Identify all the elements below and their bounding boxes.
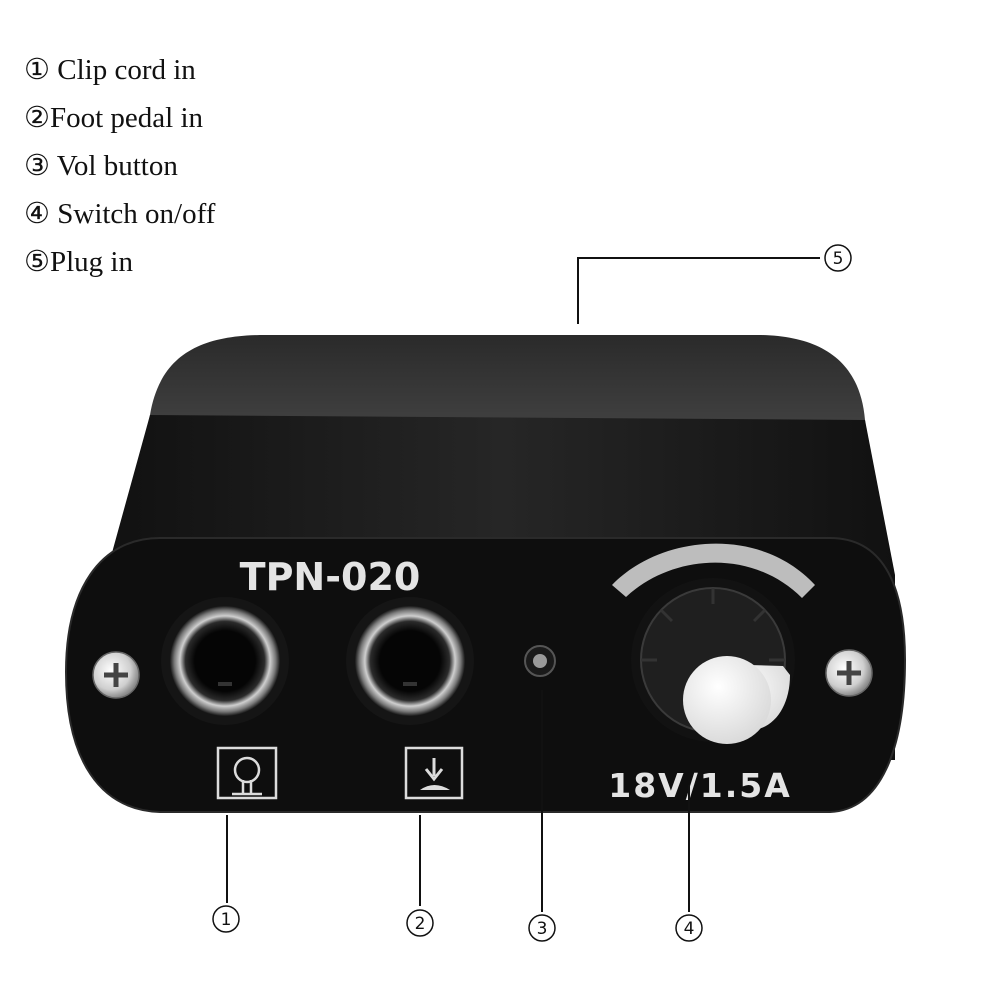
rating-label: 18V/1.5A — [608, 766, 792, 805]
legend-item-vol-button: ③ Vol button — [24, 150, 178, 182]
legend-item-plug: ⑤Plug in — [24, 246, 133, 278]
clip-cord-icon — [216, 746, 278, 800]
callout-3: 3 — [528, 914, 556, 942]
svg-text:4: 4 — [684, 919, 695, 939]
volume-knob[interactable] — [631, 578, 795, 744]
callout-1: 1 — [212, 905, 240, 933]
svg-text:2: 2 — [415, 914, 426, 934]
clip-cord-jack[interactable] — [161, 597, 289, 725]
screw-left — [92, 651, 140, 699]
callout-4: 4 — [675, 914, 703, 942]
svg-text:5: 5 — [833, 249, 844, 269]
callout-2: 2 — [406, 909, 434, 937]
legend-item-foot-pedal: ②Foot pedal in — [24, 102, 204, 134]
legend: ① Clip cord in ②Foot pedal in ③ Vol butt… — [24, 46, 215, 286]
screw-right — [825, 649, 873, 697]
callout-line-5 — [577, 257, 820, 324]
foot-pedal-jack[interactable] — [346, 597, 474, 725]
svg-text:3: 3 — [537, 919, 548, 939]
legend-item-switch: ④ Switch on/off — [24, 198, 216, 230]
foot-pedal-icon — [404, 746, 464, 800]
volume-arc — [612, 543, 815, 598]
power-led — [524, 645, 556, 677]
legend-item-clip-cord: ① Clip cord in — [24, 54, 196, 86]
model-label: TPN-020 — [240, 555, 421, 599]
svg-text:1: 1 — [221, 910, 232, 930]
callout-5: 5 — [824, 244, 852, 272]
